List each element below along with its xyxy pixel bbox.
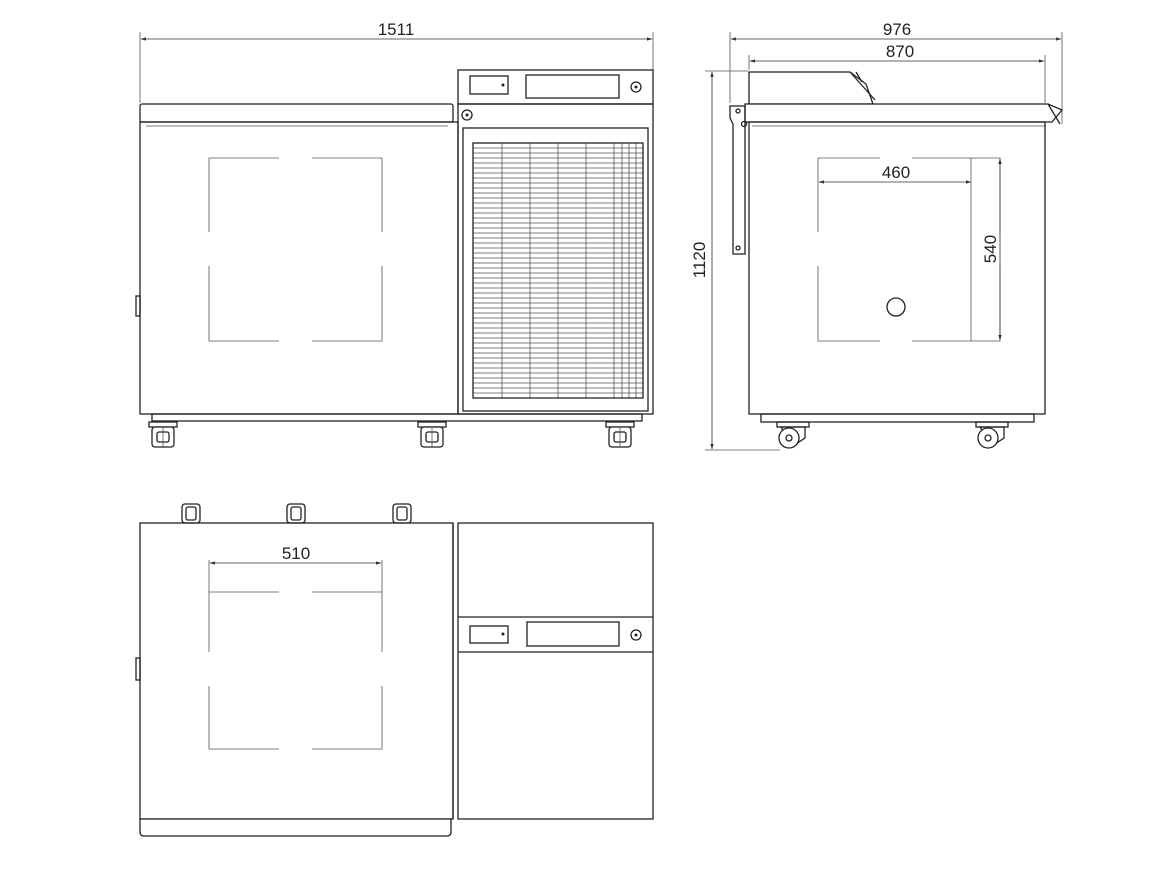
dimension-side-depth: 870 [748,42,1046,103]
dim-label-870: 870 [886,42,914,61]
dim-label-510: 510 [282,544,310,563]
caster-icon [181,503,201,524]
dimension-inner-width: 460 [818,158,972,341]
dimension-side-width: 976 [729,20,1063,124]
caster-icon [975,421,1009,449]
front-casters [148,421,635,448]
dim-label-1511: 1511 [378,20,415,39]
caster-icon [148,421,178,448]
caster-icon [417,421,447,448]
caster-icon [392,503,412,524]
control-display-large [525,74,620,99]
top-lid-edge [139,818,452,837]
dim-label-976: 976 [883,20,911,39]
vent-frame [462,127,649,412]
control-display-small [469,75,509,95]
control-lock-icon [630,81,642,93]
side-base [760,413,1035,423]
compressor-lock-icon [461,109,473,121]
drain-port [886,297,906,317]
grille-border [472,142,644,399]
caster-icon [605,421,635,448]
top-display-small [469,625,509,644]
top-view: 510 [135,503,654,837]
front-lid [139,103,454,123]
top-display-large [526,621,620,647]
side-inner-frame [817,157,1001,342]
dim-label-1120: 1120 [690,242,709,279]
front-inner-frame [208,157,383,342]
top-lock-icon [630,629,642,641]
vent-grille [472,142,644,399]
top-casters [181,503,412,524]
dimension-height: 1120 [690,70,780,451]
dim-label-540: 540 [981,235,1000,263]
dim-label-460: 460 [882,163,910,182]
caster-icon [776,421,810,449]
front-view: 1511 [135,20,654,448]
top-cabinet-body [139,522,454,820]
compressor-section [457,103,654,415]
side-lid [744,103,1064,123]
side-hinge-bracket [729,105,746,255]
dimension-inner-depth: 540 [981,158,1002,341]
side-view: 976 870 1120 [690,20,1064,451]
top-compressor-section [457,522,654,820]
caster-icon [286,503,306,524]
top-side-handle [135,657,141,681]
front-base [151,413,643,422]
dimension-top-inner-width: 510 [208,544,383,592]
top-inner-frame [208,591,383,750]
front-side-handle [135,295,141,317]
dimension-front-width: 1511 [139,20,654,103]
side-casters [776,421,1009,449]
front-cabinet-body [139,121,459,415]
